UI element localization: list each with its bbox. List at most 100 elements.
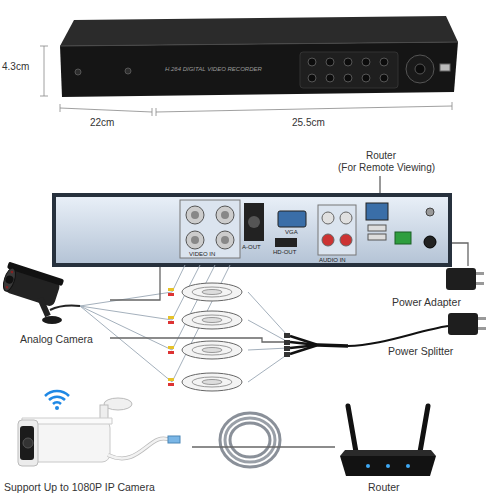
- component-label: Support Up to 1080P IP Camera: [4, 482, 155, 493]
- dimension-label: 25.5cm: [292, 118, 325, 128]
- dvr-rear-panel: VIDEO INA-OUTVGAHD-OUTAUDIO IN: [52, 193, 452, 267]
- rear-plate: [56, 197, 448, 263]
- camera-cable: [108, 438, 170, 458]
- ip-camera: Support Up to 1080P IP Camera: [0, 385, 192, 497]
- dvr-edge: [60, 42, 458, 46]
- audio-out-block: [244, 203, 264, 241]
- front-button: [362, 74, 370, 82]
- rca-jack: [340, 234, 352, 246]
- dimension-tick: [152, 108, 153, 116]
- ir-led: [10, 270, 13, 273]
- power-jack: [424, 236, 436, 248]
- camera-body-group: [0, 262, 64, 308]
- dvr-rear-illustration: [52, 193, 452, 267]
- component-label: Power Splitter: [388, 346, 453, 357]
- cable-connector: [110, 338, 284, 342]
- power-adapter: Power Adapter: [390, 266, 497, 312]
- camera-lens: [4, 275, 14, 285]
- cable-reels: [168, 283, 242, 391]
- rca-plug: [168, 288, 174, 291]
- wire: [248, 292, 288, 336]
- camera-bracket: [40, 298, 48, 316]
- rj45-plug: [168, 436, 180, 443]
- front-button: [326, 74, 334, 82]
- vga-port: [278, 211, 306, 227]
- front-button: [380, 58, 388, 66]
- usb-port: [440, 64, 450, 71]
- front-button: [344, 58, 352, 66]
- bnc-connector: [186, 231, 204, 249]
- reel-ring: [192, 315, 232, 325]
- lan-port: [366, 203, 388, 220]
- audio-in-block: [318, 205, 356, 255]
- adapter-prong: [478, 317, 486, 320]
- camera-wires: [80, 265, 288, 382]
- reel-ring: [192, 345, 232, 355]
- front-button: [308, 74, 316, 82]
- ethernet-cable-coil: [220, 413, 280, 467]
- nav-button: [415, 64, 425, 74]
- component-label: Power Adapter: [392, 297, 461, 308]
- router-antenna: [420, 406, 428, 452]
- rca-jack: [322, 234, 334, 246]
- camera-pigtail: [50, 305, 80, 310]
- dvr-face: [60, 42, 458, 97]
- wire: [80, 306, 172, 350]
- bnc-connector: [216, 206, 234, 224]
- port-label: VGA: [285, 229, 298, 235]
- rca-plug: [168, 321, 174, 324]
- button-panel: [300, 52, 398, 88]
- usb-port: [368, 225, 386, 231]
- indicator-hole: [75, 69, 81, 75]
- coil-loop: [225, 418, 275, 462]
- rca-plug: [168, 351, 174, 354]
- video-in-block: [180, 200, 240, 258]
- camera-glass: [20, 426, 34, 460]
- indicator-hole: [125, 68, 131, 74]
- router-body: [340, 456, 436, 476]
- dimension-tick: [60, 104, 61, 112]
- ground-screw: [426, 208, 434, 216]
- rca-plug: [168, 316, 174, 319]
- rca-jack: [322, 212, 334, 224]
- router-led: [406, 464, 410, 468]
- splitter-plug: [284, 333, 290, 338]
- component-label: H.264 DIGITAL VIDEO RECORDER: [165, 66, 262, 72]
- camera-lens: [23, 438, 33, 448]
- analog-camera-illustration: [0, 262, 80, 324]
- dimension-lines: [40, 46, 452, 116]
- camera-face: [18, 420, 38, 466]
- cable-reel: [182, 311, 242, 329]
- splitter-plug: [284, 346, 290, 351]
- cable-reel: [182, 283, 242, 301]
- front-button: [380, 74, 388, 82]
- splitter-trunk: [318, 345, 348, 346]
- coil-loop: [230, 423, 270, 457]
- dvr-top: [60, 16, 458, 46]
- wire: [248, 320, 288, 342]
- port-label: AUDIO IN: [319, 257, 346, 263]
- cable-connector: [192, 446, 335, 447]
- adapter-body: [446, 268, 476, 290]
- port-label: A-OUT: [242, 244, 261, 250]
- splitter-leg: [290, 336, 318, 345]
- wire: [248, 354, 288, 382]
- ip-camera-illustration: [18, 391, 180, 466]
- bnc-core: [191, 236, 199, 244]
- nav-ring: [406, 55, 434, 83]
- rs485-terminal: [395, 232, 411, 244]
- component-label: Analog Camera: [20, 334, 93, 345]
- router-antenna: [348, 406, 356, 452]
- rca-jack: [340, 212, 352, 224]
- front-button: [326, 58, 334, 66]
- usb-port: [368, 234, 386, 240]
- adapter-prong: [478, 327, 486, 330]
- wifi-arc: [49, 397, 65, 400]
- dimension-label: 22cm: [90, 118, 114, 128]
- reel-core: [202, 348, 222, 353]
- router-led: [386, 464, 390, 468]
- port-label: VIDEO IN: [189, 251, 215, 257]
